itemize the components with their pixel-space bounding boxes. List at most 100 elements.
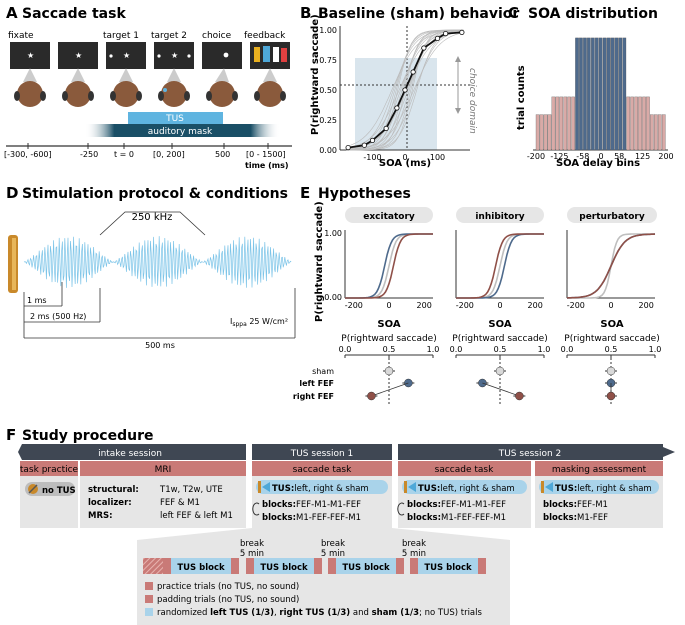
header-excitatory: excitatory xyxy=(363,212,415,222)
soa-bar xyxy=(571,96,575,151)
legend-swatch-randomized xyxy=(145,608,153,616)
mask-bar-label: auditory mask xyxy=(148,127,213,137)
block-detail-box xyxy=(137,540,510,625)
e-ylabel: P(rightward saccade) xyxy=(314,201,325,322)
panel-e: E Hypotheses excitatory inhibitory pertu… xyxy=(293,184,661,405)
c-x-tick-label: 200 xyxy=(658,152,673,161)
dot-axis-tick: 1.0 xyxy=(649,345,662,354)
tus-bar-label: TUS xyxy=(165,114,184,124)
c-x-tick-label: -58 xyxy=(576,152,589,161)
subject-heads xyxy=(14,68,286,107)
c-x-tick-label: 58 xyxy=(614,152,624,161)
soa-bar xyxy=(559,96,564,151)
tus-pill-s1: TUS:left, right & sham xyxy=(256,480,388,494)
tick-a-4: 500 xyxy=(215,150,230,159)
e-x-tick: -200 xyxy=(567,301,585,310)
panel-d: D Stimulation protocol & conditions 250 … xyxy=(6,184,296,350)
y-tick-label: 0.25 xyxy=(319,116,337,125)
c-x-tick-label: -125 xyxy=(550,152,568,161)
mri-key-0: structural: xyxy=(88,485,139,495)
panel-f-title: Study procedure xyxy=(22,428,154,444)
stage-choice: choice xyxy=(202,31,232,41)
svg-text:★: ★ xyxy=(75,51,82,60)
c-x-tick-label: 125 xyxy=(635,152,650,161)
e-x-tick: -200 xyxy=(456,301,474,310)
break-1-dur: 5 min xyxy=(240,549,264,559)
stage-target2: target 2 xyxy=(151,31,187,41)
break-1-label: break xyxy=(240,539,264,549)
waveform-path xyxy=(23,236,292,288)
panel-d-title: Stimulation protocol & conditions xyxy=(22,186,288,202)
svg-text:★: ★ xyxy=(171,51,178,60)
tick-a-5: [0 - 1500] xyxy=(246,150,286,159)
mri-val-1: FEF & M1 xyxy=(160,498,200,508)
soa-bar xyxy=(594,37,599,151)
e-y-tick: 0.00 xyxy=(324,293,342,302)
dot-right xyxy=(606,391,616,401)
soa-bar xyxy=(543,114,548,151)
block-sequence: TUS block TUS block TUS block TUS block xyxy=(143,558,486,574)
soa-bar xyxy=(642,96,646,151)
dot-right xyxy=(515,391,524,401)
panel-a-letter: A xyxy=(6,4,18,22)
soa-bar xyxy=(583,37,587,151)
soa-bar xyxy=(657,114,662,151)
y-tick-label: 0.75 xyxy=(319,56,337,65)
soa-bar xyxy=(626,96,631,151)
soa-bar xyxy=(591,37,595,151)
tick-a-2: t = 0 xyxy=(114,150,134,159)
dot-sham xyxy=(495,366,505,376)
session-1: TUS session 1 xyxy=(290,449,354,459)
mri-key-1: localizer: xyxy=(88,498,132,508)
dot-axis-tick: 0.0 xyxy=(450,345,463,354)
soa-bar xyxy=(634,96,638,151)
e-ylabel2-1: P(rightward saccade) xyxy=(341,334,436,344)
curve-right xyxy=(566,233,656,299)
tus-block-2: TUS block xyxy=(260,563,308,573)
e-x-tick: -200 xyxy=(345,301,363,310)
curve-sham xyxy=(345,233,433,299)
data-point xyxy=(394,105,400,111)
panel-c-letter: C xyxy=(508,4,519,22)
dot-connector xyxy=(482,382,520,397)
b-xlabel: SOA (ms) xyxy=(379,158,431,169)
legend-swatch-practice xyxy=(145,582,153,590)
intensity-label: Isppa 25 W/cm² xyxy=(230,317,288,328)
svg-text:blocks:M1-FEF-FEF-M1: blocks:M1-FEF-FEF-M1 xyxy=(407,513,506,523)
stage-fixate: fixate xyxy=(8,31,34,41)
data-point xyxy=(402,87,408,93)
c-xlabel: SOA delay bins xyxy=(556,158,640,169)
soa-bar xyxy=(614,37,619,151)
soa-bar xyxy=(622,37,627,151)
dot-axis-tick: 0.0 xyxy=(561,345,574,354)
mean-points xyxy=(345,29,465,151)
transducer-icon xyxy=(8,235,18,293)
soa-bar xyxy=(661,114,666,151)
freq-label: 250 kHz xyxy=(132,212,173,223)
legend-padding: padding trials (no TUS, no sound) xyxy=(157,595,299,605)
data-point xyxy=(459,29,465,36)
svg-text:★: ★ xyxy=(123,51,130,60)
panel-a: A Saccade task fixate target 1 target 2 … xyxy=(4,4,292,170)
panel-e-letter: E xyxy=(300,184,310,202)
e-ylabel2-3: P(rightward saccade) xyxy=(564,334,659,344)
soa-bar xyxy=(567,96,571,151)
break-3-label: break xyxy=(402,539,426,549)
panel-e-title: Hypotheses xyxy=(318,186,411,202)
svg-text:blocks:M1-FEF: blocks:M1-FEF xyxy=(543,513,608,523)
header-perturbatory-pill xyxy=(567,207,657,223)
panel-a-title: Saccade task xyxy=(22,6,126,22)
header-perturbatory: perturbatory xyxy=(579,212,645,222)
dot-sham xyxy=(384,366,394,376)
dot-sham xyxy=(606,366,616,376)
break-2-dur: 5 min xyxy=(321,549,345,559)
soa-bar xyxy=(606,37,611,151)
e-x-tick: 0 xyxy=(608,301,613,310)
legend-swatch-padding xyxy=(145,595,153,603)
panel-f: F Study procedure intake session TUS ses… xyxy=(6,426,675,625)
head-4 xyxy=(158,68,190,107)
panel-b: B Baseline (sham) behavior 0.000.250.500… xyxy=(300,4,519,169)
header-inhibitory: inhibitory xyxy=(475,212,524,222)
mri-key-2: MRS: xyxy=(88,511,113,521)
